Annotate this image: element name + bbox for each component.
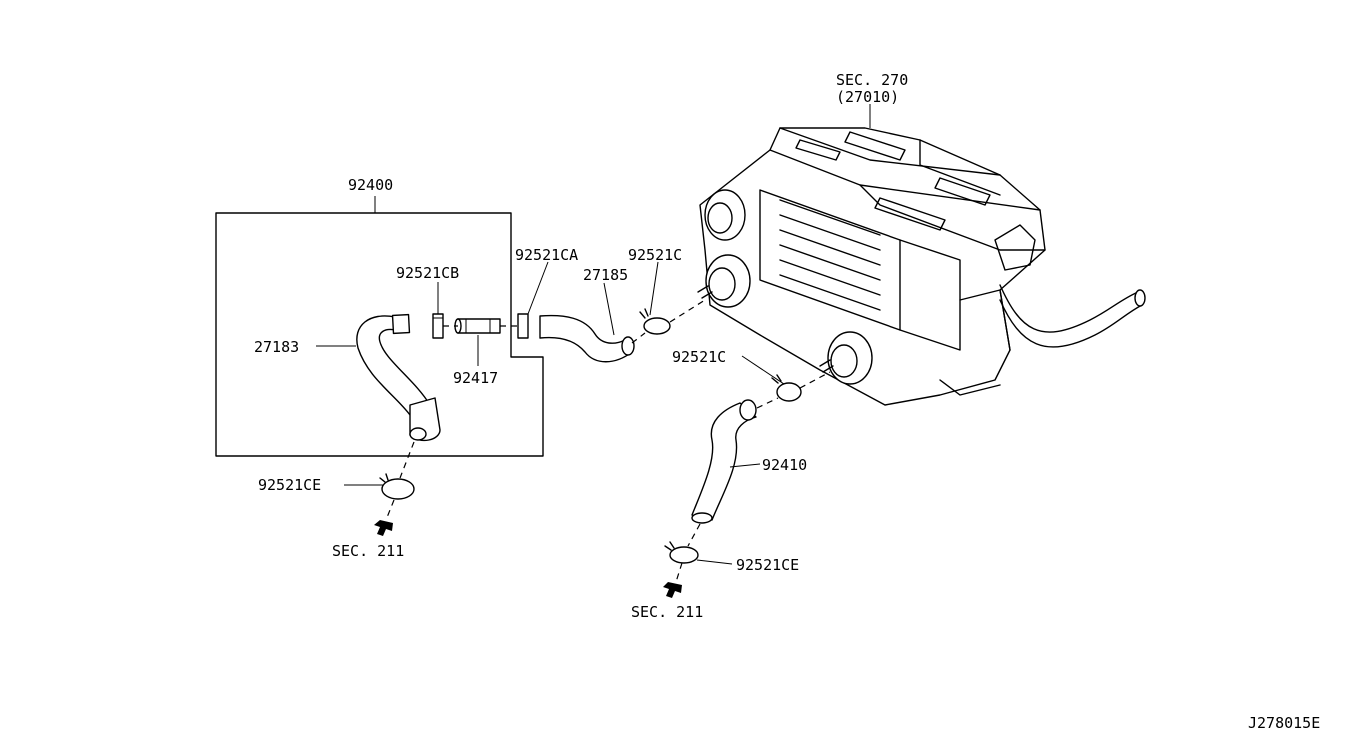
arrow-to-sec211-left-icon (374, 520, 393, 536)
clamp-92521C-top (639, 308, 671, 335)
label-92521CB: 92521CB (396, 264, 459, 282)
label-92521CE-left: 92521CE (258, 476, 321, 494)
clamp-92521C-mid (771, 374, 802, 402)
label-92521CA: 92521CA (515, 246, 578, 264)
label-92400: 92400 (348, 176, 393, 194)
label-92417: 92417 (453, 369, 498, 387)
label-sec-270-sub: (27010) (836, 88, 899, 106)
label-27185: 27185 (583, 266, 628, 284)
label-sec-270: SEC. 270 (836, 71, 908, 89)
clamp-92521CE-left (379, 473, 415, 500)
label-sec-211-right: SEC. 211 (631, 603, 703, 621)
joint-pipe-92417 (454, 318, 501, 334)
connector-92521CB (432, 313, 444, 339)
label-92521CE-right: 92521CE (736, 556, 799, 574)
label-92521C-mid: 92521C (672, 348, 726, 366)
diagram-id: J278015E (1248, 714, 1320, 732)
clamp-92521CE-right (664, 541, 699, 564)
heater-inlet-fitting-upper (704, 189, 746, 241)
label-92410: 92410 (762, 456, 807, 474)
hose-92410 (691, 399, 757, 524)
leader-lines (316, 104, 871, 565)
connector-92521CA (517, 313, 529, 339)
heater-unit (697, 127, 1146, 406)
hose-27183 (356, 313, 441, 442)
arrow-to-sec211-right-icon (663, 582, 682, 598)
heater-inlet-fitting-top (697, 254, 751, 308)
label-sec-211-left: SEC. 211 (332, 542, 404, 560)
label-92521C-top: 92521C (628, 246, 682, 264)
label-27183: 27183 (254, 338, 299, 356)
hose-27185 (539, 314, 635, 363)
kit-92400-box (215, 196, 544, 457)
heater-outlet-fitting (819, 331, 873, 385)
